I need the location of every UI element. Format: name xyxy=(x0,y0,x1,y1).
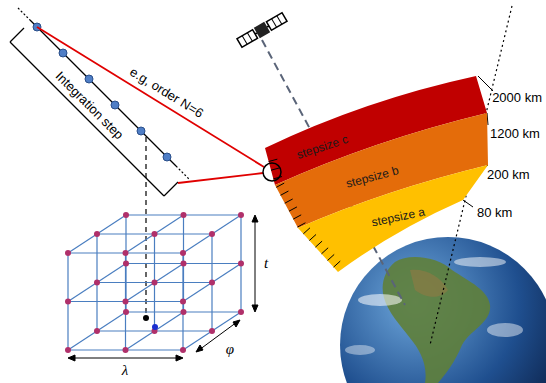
diagram-label: 80 km xyxy=(477,205,512,221)
label-holder: φ xyxy=(226,340,234,358)
earth-picture xyxy=(340,237,546,383)
altitude-band: stepsize a xyxy=(292,160,492,278)
diagram-label: φ xyxy=(226,340,234,358)
label-holder: 80 km xyxy=(477,203,512,221)
diagram-label: e.g, order N=6 xyxy=(127,64,206,121)
diagram-label: 2000 km xyxy=(492,90,542,106)
drop-line xyxy=(145,137,146,316)
label-holder: λ xyxy=(122,361,129,379)
label-holder: 2000 km xyxy=(492,88,542,106)
grid-cube xyxy=(65,212,244,353)
diagram-label: λ xyxy=(122,361,129,379)
label-holder: 200 km xyxy=(487,165,530,183)
label-holder: e.g, order N=6 xyxy=(127,62,207,121)
axis-arrows xyxy=(68,215,258,361)
satellite-icon xyxy=(236,12,287,48)
diagram-label: 200 km xyxy=(487,167,530,183)
label-holder: 1200 km xyxy=(490,124,540,142)
diagram-label: t xyxy=(264,254,268,272)
label-holder: t xyxy=(264,254,268,272)
bracket xyxy=(10,28,178,196)
zoom-lines xyxy=(37,27,264,183)
diagram-label: 1200 km xyxy=(490,126,540,142)
